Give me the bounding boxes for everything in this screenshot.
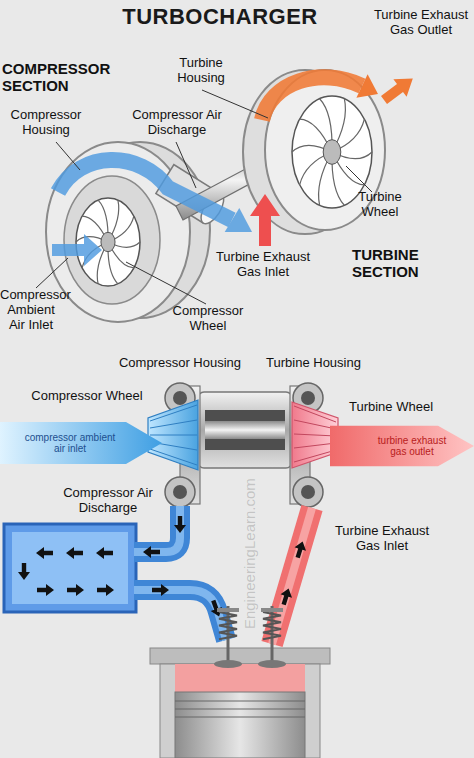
arrow-label: compressor ambient air inlet xyxy=(18,414,122,472)
flow-arrow-mark xyxy=(37,584,54,596)
charge-air-pipe xyxy=(134,590,226,640)
part-label: Compressor Air Discharge xyxy=(48,486,168,516)
compressor-wheel xyxy=(150,449,197,465)
intake-air-flow xyxy=(58,160,232,220)
leader-line xyxy=(346,166,372,192)
flow-arrow-mark xyxy=(152,584,169,596)
part-label: Compressor Housing xyxy=(110,356,250,371)
flow-arrow-mark xyxy=(18,563,30,580)
engine-cylinder xyxy=(150,648,330,664)
part-label: Compressor Air Discharge xyxy=(118,108,236,138)
engine-valve xyxy=(217,608,239,612)
bearing-housing xyxy=(205,421,285,439)
engine-piston xyxy=(175,701,305,702)
engine-piston xyxy=(175,692,305,758)
part-label: Turbine Exhaust Gas Inlet xyxy=(322,524,442,554)
turbine-wheel xyxy=(294,450,336,462)
exhaust-gas-flow xyxy=(250,74,413,246)
exhaust-gas-flow xyxy=(381,78,413,104)
compressor-housing xyxy=(64,176,160,304)
section-heading: COMPRESSOR SECTION xyxy=(2,60,122,95)
part-label: Turbine Exhaust Gas Outlet xyxy=(368,8,474,38)
compressor-wheel xyxy=(150,420,197,428)
charge-air-pipe xyxy=(134,590,226,640)
exhaust-gas-flow xyxy=(356,74,378,97)
turbine-wheel xyxy=(294,443,336,448)
watermark: EngineeringLearn.com xyxy=(241,469,258,639)
flow-arrow: turbine exhaust gas outlet xyxy=(330,418,474,474)
bearing-housing xyxy=(205,410,285,450)
charge-air-pipe xyxy=(134,506,180,552)
leader-line xyxy=(126,262,206,304)
engine-cylinder xyxy=(150,648,330,758)
part-label: Turbine Wheel xyxy=(348,190,412,220)
part-label: Turbine Housing xyxy=(256,356,371,371)
flow-arrow-mark xyxy=(66,547,83,559)
flow-arrow-mark xyxy=(36,547,53,559)
compressor-wheel xyxy=(101,232,115,251)
leader-line xyxy=(56,142,80,170)
engine-piston xyxy=(175,717,305,718)
part-label: Compressor Wheel xyxy=(22,389,152,404)
leader-line xyxy=(36,90,372,304)
exhaust-gas-flow xyxy=(250,194,280,246)
charge-air-pipe xyxy=(134,506,180,552)
bearing-housing xyxy=(198,392,292,468)
charge-air-pipe xyxy=(134,506,226,640)
engine-cylinder xyxy=(175,664,305,692)
flow-arrow-mark xyxy=(97,584,114,596)
intercooler xyxy=(4,524,136,612)
exhaust-gas-flow xyxy=(262,77,362,120)
part-label: Compressor Wheel xyxy=(160,304,256,334)
arrow-label: turbine exhaust gas outlet xyxy=(370,418,454,474)
leader-line xyxy=(176,142,196,188)
compressor-housing xyxy=(173,391,187,405)
part-label: Turbine Housing xyxy=(168,56,234,86)
flow-arrow-mark xyxy=(18,516,308,619)
engine-piston xyxy=(175,692,305,758)
flow-arrow-mark xyxy=(292,540,308,560)
turbine-housing xyxy=(301,485,315,499)
turbine-housing xyxy=(301,391,315,405)
engine-valve xyxy=(219,612,237,639)
compressor-housing xyxy=(165,477,195,507)
flow-arrow-mark xyxy=(96,547,113,559)
bearing-housing xyxy=(198,392,292,468)
engine-valve xyxy=(261,608,283,612)
engine-valve xyxy=(258,660,286,668)
compressor-wheel xyxy=(150,405,197,421)
flow-arrow: compressor ambient air inlet xyxy=(0,414,162,472)
part-label: Turbine Wheel xyxy=(336,400,446,415)
flow-arrow-mark xyxy=(174,516,186,533)
intake-air-flow xyxy=(225,208,252,232)
turbine-wheel xyxy=(323,140,341,165)
part-label: Compressor Housing xyxy=(4,108,88,138)
turbine-housing xyxy=(293,477,323,507)
turbine-wheel xyxy=(294,406,336,422)
turbine-wheel xyxy=(294,434,336,436)
engine-piston xyxy=(175,709,305,710)
flow-arrow-mark xyxy=(278,587,294,607)
compressor-wheel xyxy=(148,400,198,470)
flow-arrow-mark xyxy=(67,584,84,596)
flow-arrow-mark xyxy=(143,546,160,558)
compressor-wheel xyxy=(150,435,197,436)
intercooler xyxy=(12,532,128,604)
leader-line xyxy=(36,258,68,288)
intercooler xyxy=(4,524,136,612)
part-label: Turbine Exhaust Gas Inlet xyxy=(212,250,314,280)
intake-air-flow xyxy=(52,234,102,266)
turbine-wheel xyxy=(294,420,336,429)
part-label: Compressor Ambient Air Inlet xyxy=(0,288,62,333)
compressor-wheel xyxy=(148,400,198,470)
engine-valve xyxy=(263,612,281,639)
compressor-housing xyxy=(173,485,187,499)
engine-cylinder xyxy=(160,664,320,758)
section-heading: TURBINE SECTION xyxy=(352,246,442,281)
diagram-title: TURBOCHARGER xyxy=(100,4,340,30)
engine-valve xyxy=(214,660,242,668)
